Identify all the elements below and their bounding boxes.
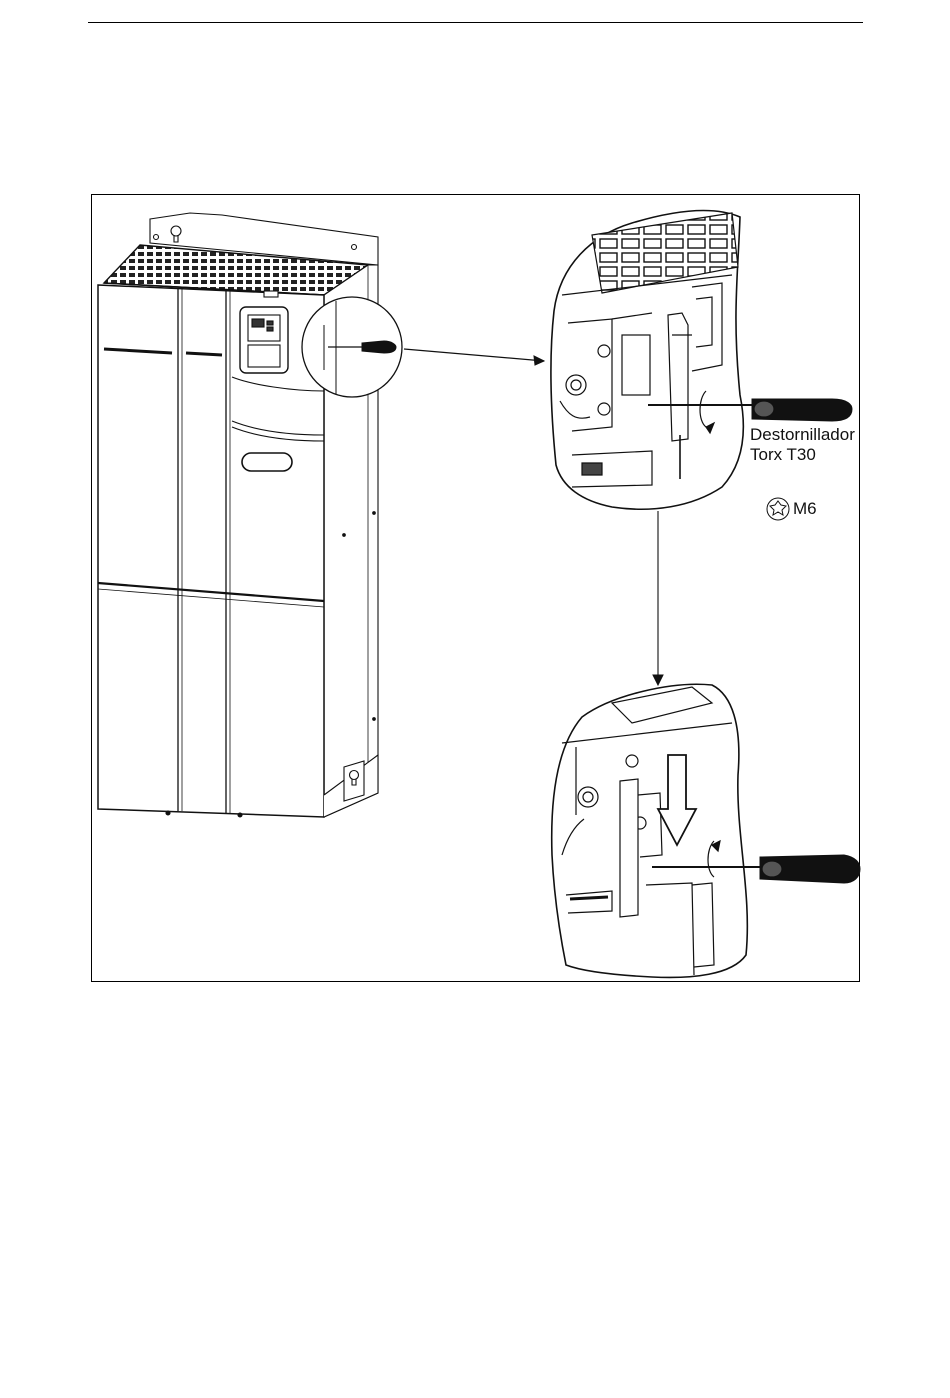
tool-label-line1: Destornillador — [750, 425, 855, 445]
installation-drawing — [92, 195, 861, 983]
zoom-circle — [302, 297, 402, 397]
header-rule — [88, 22, 863, 23]
pointer-arrow-2 — [653, 511, 663, 685]
detail-view-bottom — [552, 684, 860, 977]
pointer-arrow-1 — [404, 349, 544, 365]
installation-figure: Destornillador Torx T30 M6 — [91, 194, 860, 982]
torx-icon — [767, 498, 789, 520]
tool-label-line2: Torx T30 — [750, 445, 816, 465]
screw-size-label: M6 — [793, 499, 817, 519]
